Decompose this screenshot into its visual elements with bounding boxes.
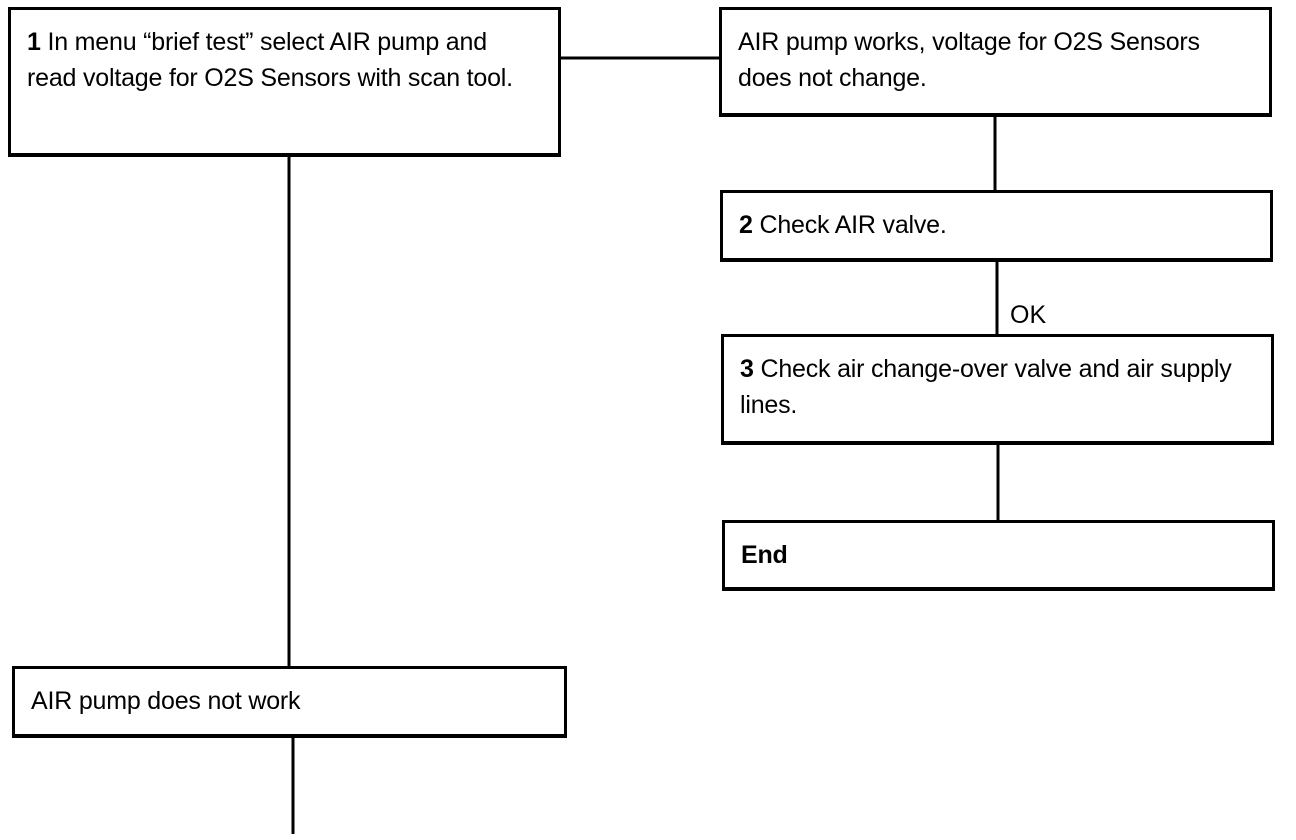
edge-ok-label: OK xyxy=(1010,301,1047,329)
pump-works-text: AIR pump works, voltage for O2S Sensors … xyxy=(738,28,1200,92)
end-box: End xyxy=(722,520,1275,591)
pump-works-box: AIR pump works, voltage for O2S Sensors … xyxy=(719,7,1272,117)
step3-box: 3 Check air change-over valve and air su… xyxy=(721,334,1274,445)
pump-fails-box: AIR pump does not work xyxy=(12,666,567,738)
step1-text: In menu “brief test” select AIR pump and… xyxy=(27,28,513,92)
pump-fails-text: AIR pump does not work xyxy=(31,687,301,715)
step3-number: 3 xyxy=(740,355,754,383)
end-text: End xyxy=(741,541,788,569)
step2-box: 2 Check AIR valve. xyxy=(720,190,1273,262)
step1-box: 1 In menu “brief test” select AIR pump a… xyxy=(8,7,561,157)
step2-number: 2 xyxy=(739,211,753,239)
step3-text: Check air change-over valve and air supp… xyxy=(740,355,1232,419)
step2-text: Check AIR valve. xyxy=(759,211,947,239)
step1-number: 1 xyxy=(27,28,41,56)
